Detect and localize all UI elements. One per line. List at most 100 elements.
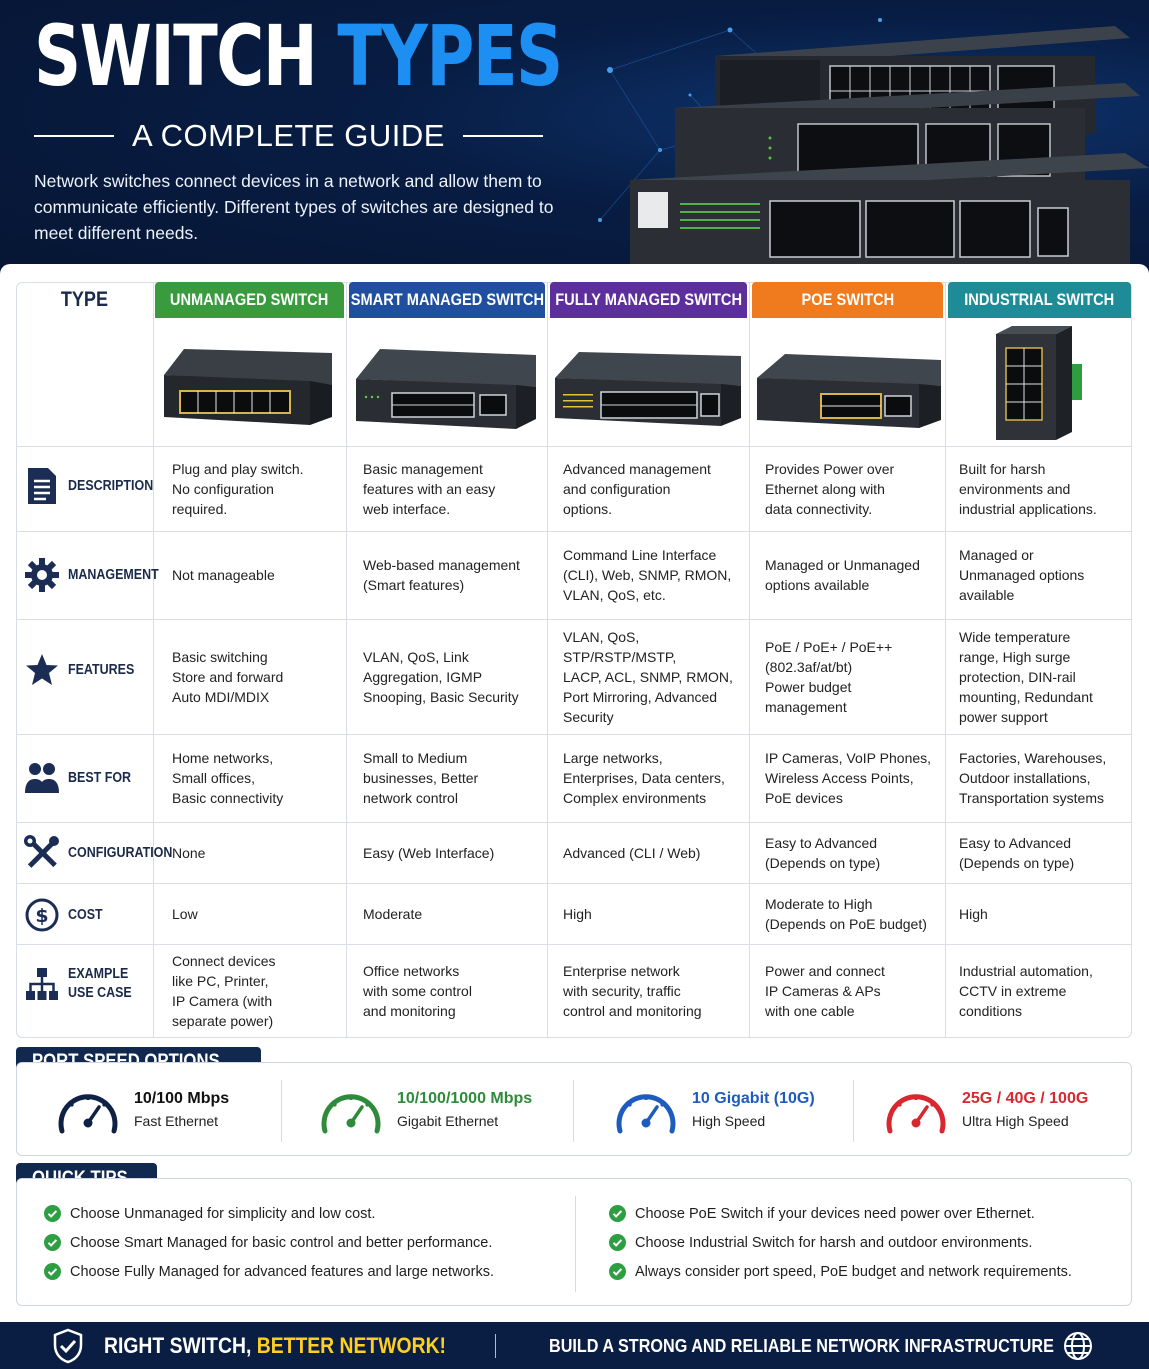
tip-item: Always consider port speed, PoE budget a… [609,1263,1072,1280]
table-cell: Basic management features with an easy w… [363,460,496,517]
table-cell: PoE / PoE+ / PoE++ (802.3af/at/bt) Power… [765,638,893,715]
table-cell: Office networks with some control and mo… [363,963,472,1019]
tip-text: Choose PoE Switch if your devices need p… [635,1205,1035,1222]
globe-icon [1064,1332,1092,1360]
table-cell: Advanced (CLI / Web) [563,844,701,861]
speed-option-10g: 10 Gigabit (10G) High Speed [614,1080,815,1140]
industrial-switch-header: INDUSTRIAL SWITCH [948,282,1131,318]
speed-value: 10/100 Mbps [134,1090,230,1107]
table-cell: Command Line Interface (CLI), Web, SNMP,… [563,547,732,603]
speed-divider [281,1080,282,1142]
network-icon [26,968,58,1000]
table-cell: IP Cameras, VoIP Phones, Wireless Access… [765,750,932,806]
table-cell: Managed or Unmanaged options available [959,547,1085,603]
table-cell: Advanced management and configuration op… [563,460,711,517]
speed-divider [853,1080,854,1142]
table-cell: Large networks, Enterprises, Data center… [563,750,725,806]
row-divider [16,944,1132,945]
row-divider [16,734,1132,735]
speed-divider [573,1080,574,1142]
page-subtitle: A COMPLETE GUIDE [132,118,445,153]
speed-label: Ultra High Speed [962,1113,1069,1129]
type-column-header: TYPE [60,288,109,311]
table-cell: Built for harsh environments and industr… [959,460,1097,517]
table-cell: None [172,844,206,861]
star-icon [26,654,58,685]
table-cell: Moderate [363,905,423,922]
check-circle-icon [609,1205,626,1222]
speedometer-icon [616,1094,676,1134]
users-icon [25,763,59,793]
footer-bar [0,1322,1149,1369]
tip-item: Choose Industrial Switch for harsh and o… [609,1234,1032,1251]
tip-text: Choose Smart Managed for basic control a… [70,1234,493,1251]
column-divider [547,282,548,1038]
check-circle-icon [609,1263,626,1280]
speedometer-icon [321,1094,381,1134]
dollar-icon: $ [25,898,59,932]
table-cell: Factories, Warehouses, Outdoor installat… [959,750,1107,806]
row-label-features: FEATURES [24,645,145,695]
table-cell: Enterprise network with security, traffi… [563,963,702,1019]
table-cell: Easy to Advanced (Depends on type) [959,834,1075,871]
table-cell: High [959,905,988,922]
table-cell: Web-based management (Smart features) [363,557,520,593]
unmanaged-switch-header: UNMANAGED SWITCH [155,282,344,318]
speedometer-icon [886,1094,946,1134]
footer-slogan: RIGHT SWITCH, BETTER NETWORK! [104,1333,447,1358]
header-banner: SWITCH TYPES A COMPLETE GUIDE Network sw… [0,0,1149,290]
column-divider [945,282,946,1038]
tip-text: Choose Unmanaged for simplicity and low … [70,1205,376,1222]
table-cell: Easy to Advanced (Depends on type) [765,834,881,871]
footer-tagline: BUILD A STRONG AND RELIABLE NETWORK INFR… [549,1336,1054,1356]
row-label-configuration: CONFIGURATION [24,828,189,878]
row-label-management: MANAGEMENT [24,550,174,600]
table-cell: Easy (Web Interface) [363,844,495,861]
check-circle-icon [44,1234,61,1251]
speedometer-icon [58,1094,118,1134]
table-cell: High [563,905,592,922]
subtitle-rule-left [34,135,114,137]
speed-label: Fast Ethernet [134,1113,219,1129]
speed-value: 25G / 40G / 100G [962,1090,1089,1107]
tools-icon [24,835,59,868]
tip-item: Choose Fully Managed for advanced featur… [44,1263,494,1280]
port-speed-panel [16,1062,1132,1156]
tip-text: Choose Industrial Switch for harsh and o… [635,1234,1033,1251]
gear-icon [25,558,59,592]
industrial-switch-image [996,326,1082,440]
shield-check-icon [53,1328,83,1364]
row-divider [16,883,1132,884]
row-divider [16,619,1132,620]
speed-label: Gigabit Ethernet [397,1113,499,1129]
table-cell: Provides Power over Ethernet along with … [765,460,895,517]
unmanaged-switch-image [164,349,332,425]
tip-item: Choose Smart Managed for basic control a… [44,1234,492,1251]
table-cell: VLAN, QoS, STP/RSTP/MSTP, LACP, ACL, SNM… [563,628,733,725]
speed-value: 10/100/1000 Mbps [397,1090,533,1107]
speed-value: 10 Gigabit (10G) [692,1090,815,1107]
fully-managed-switch-header: FULLY MANAGED SWITCH [550,282,747,318]
speed-label: High Speed [692,1113,766,1129]
table-cell: Small to Medium businesses, Better netwo… [363,750,479,806]
row-label-example-use-case: EXAMPLE USE CASE [24,959,142,1009]
table-cell: Basic switching Store and forward Auto M… [172,648,284,705]
row-label-cost: $ COST [24,890,108,940]
speed-option-ultra: 25G / 40G / 100G Ultra High Speed [884,1080,1088,1140]
smart-managed-switch-image [356,349,536,429]
table-cell: Power and connect IP Cameras & APs with … [765,963,885,1019]
tip-text: Always consider port speed, PoE budget a… [635,1263,1072,1280]
column-divider [346,282,347,1038]
table-cell: Moderate to High (Depends on PoE budget) [765,895,927,932]
smart-managed-switch-header: SMART MANAGED SWITCH [349,282,545,318]
fully-managed-switch-image [555,352,741,426]
page-title: SWITCH TYPES [34,7,563,105]
check-circle-icon [44,1263,61,1280]
subtitle-row: A COMPLETE GUIDE [34,118,543,154]
row-divider [16,531,1132,532]
footer-divider [495,1334,496,1358]
stacked-switches-image [630,26,1149,280]
quick-tips-panel [16,1178,1132,1306]
subtitle-rule-right [462,135,543,137]
